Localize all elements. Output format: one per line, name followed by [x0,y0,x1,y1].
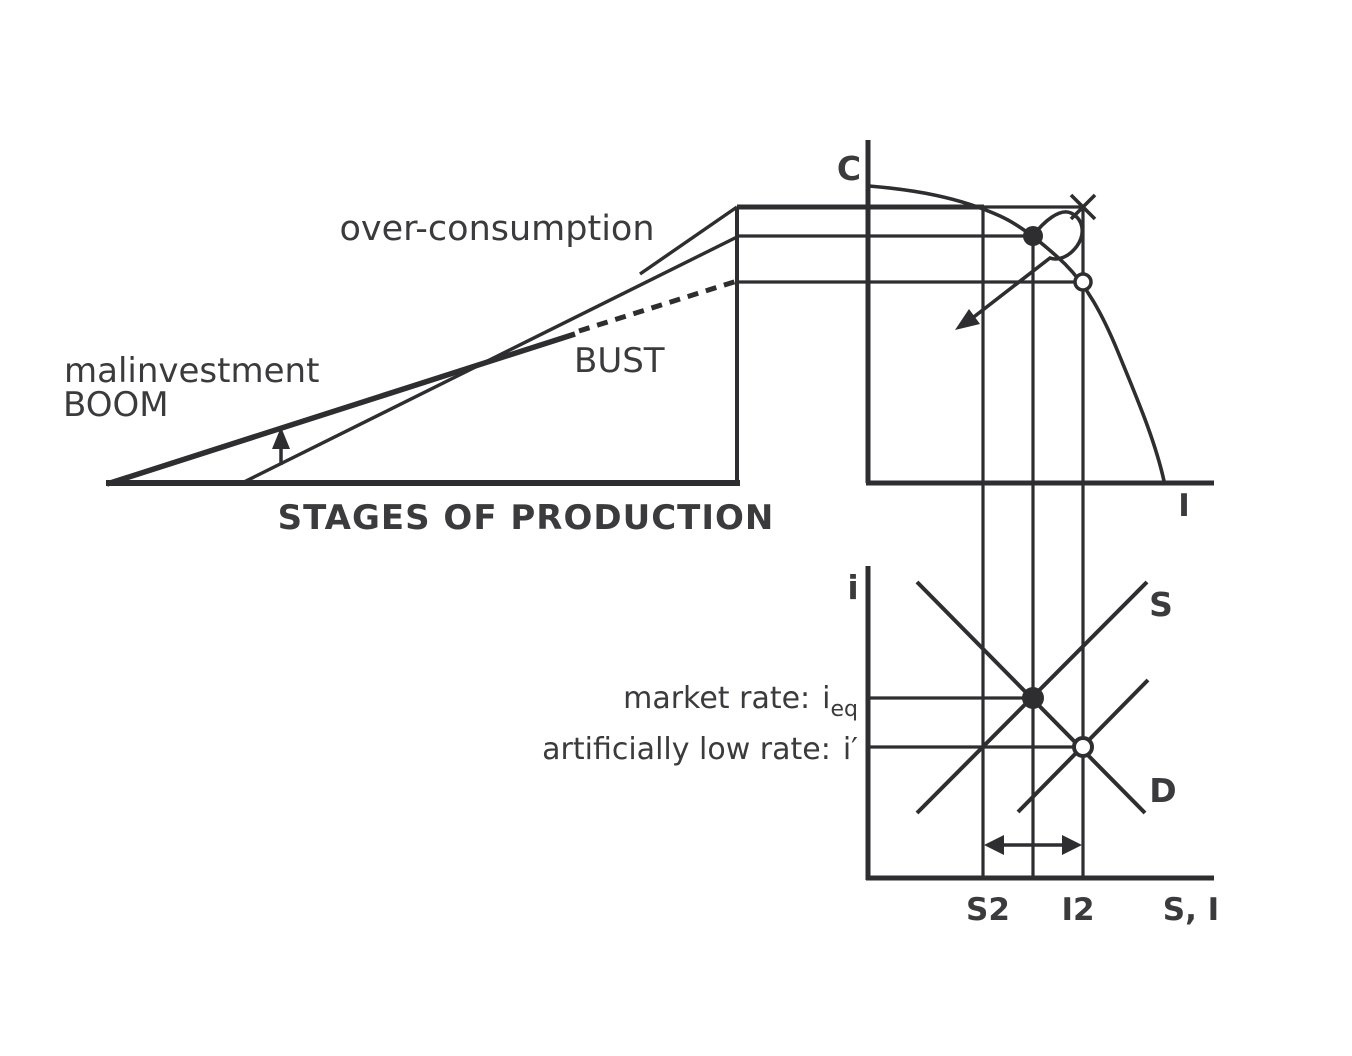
boom-shift-arrow-head-icon [272,427,290,449]
market-rate-label: market rate: ieq [623,681,858,722]
crash-arrow-head-icon [955,309,980,330]
low-rate-text: artificially low rate: [542,732,831,767]
stages-of-production-axis-title: STAGES OF PRODUCTION [278,498,775,538]
demand-label: D [1149,771,1176,810]
supply-label: S [1149,585,1173,624]
bust-dashed-line [578,278,738,334]
bust-label: BUST [574,341,665,381]
low-rate-label: artificially low rate: i′ [542,732,858,767]
ppf-c-axis-label: C [837,149,861,188]
ppf-i-axis-label: I [1178,488,1190,524]
gap-arrow-right-head-icon [1062,835,1082,855]
ppf-curve [868,184,1166,482]
boom-bust-loop-path [964,210,1085,325]
i2-tick-label: I2 [1061,892,1094,928]
boom-hypotenuse-line [106,331,576,487]
market-si-axis-label: S, I [1163,892,1219,928]
low-rate-symbol: i′ [843,732,858,767]
market-low-rate-circle [1072,736,1094,758]
ppf-equilibrium-dot [1023,226,1043,246]
ppf-credit-expansion-circle [1073,272,1093,292]
gap-arrow-left-head-icon [984,835,1004,855]
boom-label: BOOM [63,385,169,425]
market-rate-symbol: i [822,681,830,716]
malinvestment-label: malinvestment [64,351,319,391]
s2-tick-label: S2 [966,892,1010,928]
overconsumption-leader-line [639,205,738,276]
market-equilibrium-dot [1022,687,1044,709]
overconsumption-label: over-consumption [339,209,654,249]
market-i-axis-label: i [847,568,858,607]
market-rate-text: market rate: [623,681,810,716]
market-rate-subscript: eq [831,697,859,722]
original-hypotenuse-line [241,235,738,485]
